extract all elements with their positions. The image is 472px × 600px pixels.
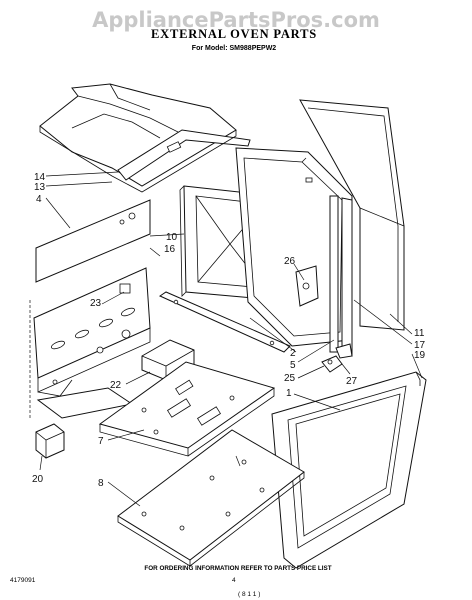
callout-5: 5	[290, 360, 296, 371]
callout-25: 25	[284, 373, 296, 384]
callout-20: 20	[32, 474, 44, 485]
outer-door	[271, 371, 427, 569]
page-number: 4	[232, 577, 236, 584]
top-cover-panel	[39, 83, 251, 193]
callout-16: 16	[164, 244, 176, 255]
rear-panel	[35, 199, 151, 283]
callout-27: 27	[346, 376, 358, 387]
hinge-assembly	[321, 343, 353, 373]
callout-10: 10	[166, 232, 178, 243]
callout-labels: 14 13 4 10 16 26 23 11 17 19 2 5 25 27 2…	[32, 172, 426, 489]
callout-8: 8	[98, 478, 104, 489]
leader-lines	[39, 171, 423, 507]
ordering-note: FOR ORDERING INFORMATION REFER TO PARTS …	[144, 565, 331, 572]
front-rail	[158, 291, 291, 353]
handwritten-note: ( 8 1 1 )	[238, 591, 260, 598]
callout-2: 2	[290, 348, 296, 359]
callout-23: 23	[90, 298, 102, 309]
callout-13: 13	[34, 182, 46, 193]
callout-7: 7	[98, 436, 104, 447]
bottom-panel	[117, 429, 305, 567]
callout-22: 22	[110, 380, 122, 391]
callout-11: 11	[414, 328, 425, 339]
callout-14: 14	[34, 172, 46, 183]
side-gasket-strip	[329, 195, 353, 357]
door-glass-panel	[299, 99, 405, 331]
mounting-bracket	[35, 423, 65, 459]
callout-1: 1	[286, 388, 292, 399]
callout-17: 17	[414, 340, 426, 351]
diagram-title: EXTERNAL OVEN PARTS	[151, 27, 317, 41]
callout-19: 19	[414, 350, 426, 361]
cooktop-panel	[98, 361, 276, 457]
document-number: 4179091	[10, 577, 36, 584]
callout-26: 26	[284, 256, 296, 267]
control-panel-back	[29, 267, 151, 420]
callout-4: 4	[36, 194, 42, 205]
watermark-text: AppliancePartsPros.com	[92, 8, 380, 32]
model-subtitle: For Model: SM988PEPW2	[192, 45, 277, 52]
